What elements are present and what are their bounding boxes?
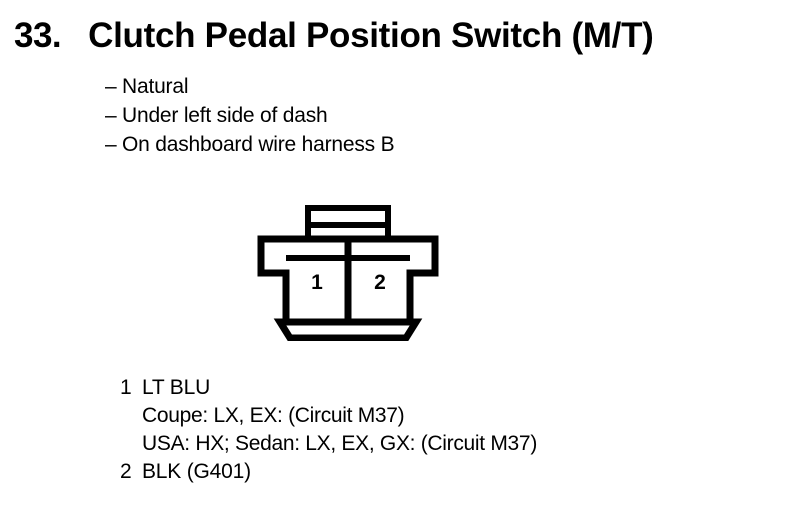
legend-main-row: 1 LT BLU <box>120 374 760 402</box>
legend-note-list: Coupe: LX, EX: (Circuit M37) USA: HX; Se… <box>142 402 760 458</box>
legend-pin-number: 1 <box>120 376 132 399</box>
page-title: Clutch Pedal Position Switch (M/T) <box>88 16 654 55</box>
attribute-label: On dashboard wire harness B <box>122 133 395 156</box>
dash-bullet-icon: – <box>105 104 117 127</box>
legend-entry: 2 BLK (G401) <box>120 458 760 486</box>
attribute-item: – Natural <box>105 72 705 101</box>
connector-illustration-svg: 1 2 <box>257 205 439 341</box>
attribute-item: – Under left side of dash <box>105 101 705 130</box>
legend-wire-color: LT BLU <box>142 376 211 399</box>
page-heading: 33. Clutch Pedal Position Switch (M/T) <box>14 16 654 56</box>
heading-item-number: 33. <box>14 16 62 55</box>
attribute-label: Natural <box>122 75 189 98</box>
dash-bullet-icon: – <box>105 75 117 98</box>
pin-legend: 1 LT BLU Coupe: LX, EX: (Circuit M37) US… <box>120 374 760 486</box>
attribute-label: Under left side of dash <box>122 104 328 127</box>
attribute-item: – On dashboard wire harness B <box>105 130 705 159</box>
connector-diagram: 1 2 <box>250 196 460 341</box>
connector-cavity-number-1: 1 <box>311 271 323 294</box>
connector-bottom-flange <box>273 318 423 341</box>
attribute-list: – Natural – Under left side of dash – On… <box>105 72 705 159</box>
legend-pin-number: 2 <box>120 460 132 483</box>
legend-wire-color: BLK (G401) <box>142 460 251 483</box>
legend-note: Coupe: LX, EX: (Circuit M37) <box>142 404 405 427</box>
connector-cavity-number-2: 2 <box>374 271 386 294</box>
legend-main-row: 2 BLK (G401) <box>120 458 760 486</box>
dash-bullet-icon: – <box>105 133 117 156</box>
legend-entry: 1 LT BLU Coupe: LX, EX: (Circuit M37) US… <box>120 374 760 458</box>
legend-note: USA: HX; Sedan: LX, EX, GX: (Circuit M37… <box>142 432 538 455</box>
